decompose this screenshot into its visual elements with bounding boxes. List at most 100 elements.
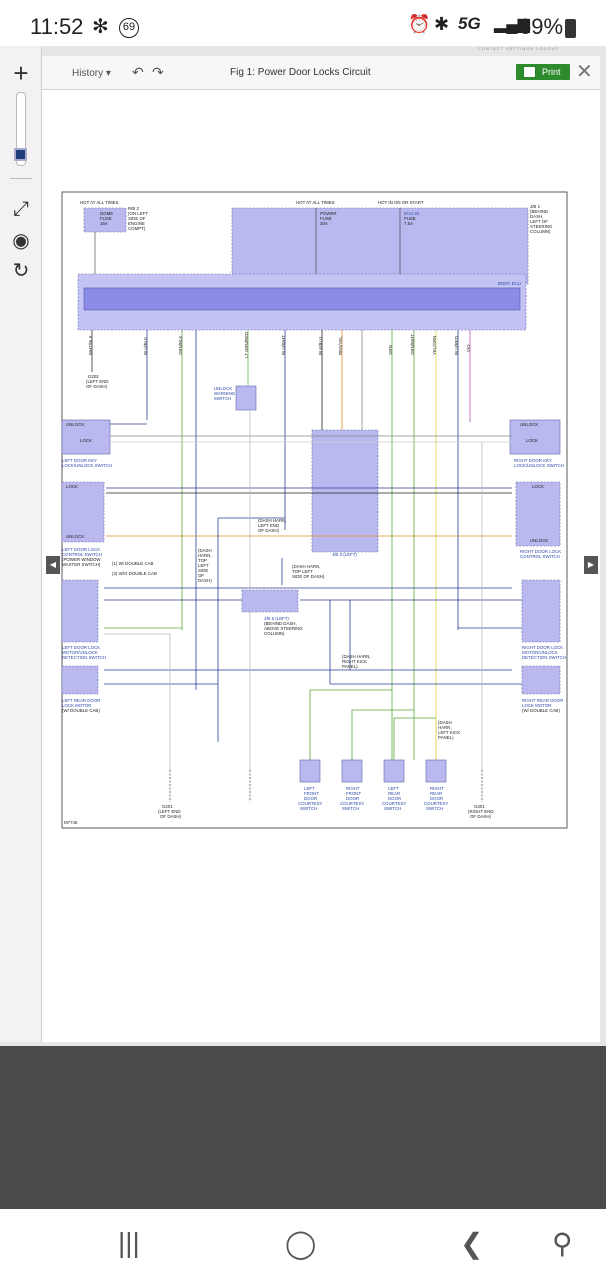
jb1-note-2: (BEHIND [530,209,548,214]
courtesy-lr-box [383,759,405,783]
battery-icon [565,19,576,38]
fuse-ecu-1: ECU-IG [404,211,420,216]
wiring-diagram: HOT AT ALL TIMES HOT AT ALL TIMES HOT IN… [61,191,568,829]
jb1-note-4: LEFT OF [530,219,548,224]
accessibility-icon[interactable]: ⚲ [552,1228,573,1259]
dash-harn-left-3: OF DASH) [258,528,280,533]
fuse-power-2: FUSE [320,216,332,221]
top-links[interactable]: CONTACT SETTINGS LOGOUT [478,46,560,51]
g301-1: G301 [474,804,485,809]
rb2-note-3: SIDE OF [128,216,146,221]
dash-harn-kick-3: PANEL) [342,664,358,669]
toolbar-divider [10,178,32,179]
dash-harn-topleft-1: (DASH HARN, [292,564,321,569]
status-time: 11:52 [30,14,84,39]
dash-harn-kick-2: RIGHT KICK [342,659,367,664]
dash-harn-top-5: SIDE [198,568,208,573]
fuse-dome-1: DOME [100,211,113,216]
left-rear-3: (W/ DOUBLE CAB) [62,708,100,713]
signal-icon: ▂▄▆ [494,16,530,33]
battery-percent: 69% [519,14,564,39]
right-key-label-2: LOCK/UNLOCK SWITCH [514,463,564,468]
courtesy-lf-box [299,759,321,783]
print-label: Print [542,67,561,77]
left-ctrl-lock: LOCK [66,484,78,489]
right-ctrl-label-1: RIGHT DOOR LOCK [520,549,561,554]
notification-badge: 69 [119,18,139,38]
courtesy-rr-4: COURTESY [424,801,448,806]
unlock-warning-switch [235,385,257,411]
courtesy-rf-5: SWITCH [342,806,359,811]
jb1-note-3: DASH, [530,214,543,219]
wire-label-7: BLK/BLU [318,337,323,355]
previous-page-arrow[interactable]: ◀ [46,556,60,574]
g301-2: (RIGHT END [468,809,494,814]
courtesy-lr-2: REAR [388,791,400,796]
eye-icon[interactable]: ◉ [12,230,30,252]
body-ecu-inner [83,287,521,311]
dash-harn-kick2-1: (DASH [438,720,452,725]
wire-label-13: YEL/GRN [432,336,437,355]
print-button[interactable]: Print [516,64,570,80]
dash-harn-kick-1: (DASH HARN, [342,654,371,659]
back-icon[interactable]: ❮ [460,1228,484,1259]
network-type: 5G [458,14,481,33]
ecu-wires [91,330,471,760]
courtesy-rf-box [341,759,363,783]
zoom-slider-thumb[interactable] [14,148,27,161]
close-icon[interactable]: ✕ [576,61,593,83]
wire-label-9: RED/YEL [338,336,343,355]
left-key-label-1: LEFT DOOR KEY [62,458,97,463]
system-navbar: ||| ◯ ❮ ⚲ [0,1209,606,1279]
next-page-arrow[interactable]: ▶ [584,556,598,574]
chevron-down-icon: ▾ [105,68,111,79]
left-lock-motor [61,579,99,643]
history-menu[interactable]: History ▾ [72,68,111,79]
forward-arrow-icon[interactable]: ↷ [152,64,164,80]
courtesy-lr-5: SWITCH [384,806,401,811]
wire-label-11: GRN [388,345,393,355]
right-rear-motor [521,665,561,695]
unlock-warning-3: SWITCH [214,396,231,401]
dash-harn-top-1: (DASH [198,548,212,553]
fuse-power-3: 30A [320,221,328,226]
jb1-note-1: J/B 1 [530,204,541,209]
left-motor-1: LEFT DOOR LOCK [62,645,100,650]
courtesy-lf-3: DOOR [304,796,317,801]
g201-2: (LEFT END [158,809,181,814]
courtesy-rf-2: FRONT [346,791,361,796]
wire-label-5: LT GRN/RED [244,332,249,358]
home-icon[interactable]: ◯ [285,1228,317,1259]
courtesy-rr-2: REAR [430,791,442,796]
left-key-lock: LOCK [80,438,92,443]
double-cab-1: (1) W/ DOUBLE CAB [112,561,154,566]
wire-label-2: BLU/BLK [143,337,148,355]
courtesy-lf-2: FRONT [304,791,319,796]
right-rear-2: LOCK MOTOR [522,703,551,708]
zoom-in-icon[interactable]: + [13,58,29,88]
dash-harn-left-2: LEFT END [258,523,279,528]
fuse-dome-3: 15A [100,221,108,226]
g202-2: (LEFT END [86,379,109,384]
recents-icon[interactable]: ||| [118,1227,140,1258]
zoom-slider-track[interactable] [16,92,26,166]
left-key-label-2: LOCK/UNLOCK SWITCH [62,463,112,468]
hot-all-times-mid: HOT AT ALL TIMES [296,200,335,205]
wire-label-3: GRN/BLK [178,336,183,355]
viewer-header: History ▾ ↶ ↷ Fig 1: Power Door Locks Ci… [42,56,600,90]
rb2-note-1: R/B 2 [128,206,140,211]
jb5-label-4: COLUMN) [264,631,285,636]
dash-harn-kick2-2: HARN, [438,725,452,730]
left-ctrl-unlock: UNLOCK [66,534,84,539]
right-ctrl-unlock: UNLOCK [530,538,548,543]
dash-harn-topleft-2: TOP LEFT [292,569,313,574]
right-ctrl-label-2: CONTROL SWITCH [520,554,560,559]
fullscreen-icon[interactable]: ⤢ [13,198,29,220]
printer-icon [524,67,535,77]
body-ecu-label: BODY ECU [498,281,521,286]
right-motor-1: RIGHT DOOR LOCK [522,645,563,650]
dash-harn-kick2-3: LEFT KICK [438,730,460,735]
refresh-icon[interactable]: ↻ [12,260,30,282]
back-arrow-icon[interactable]: ↶ [132,64,144,80]
jb5-label-2: (BEHIND DASH, [264,621,297,626]
